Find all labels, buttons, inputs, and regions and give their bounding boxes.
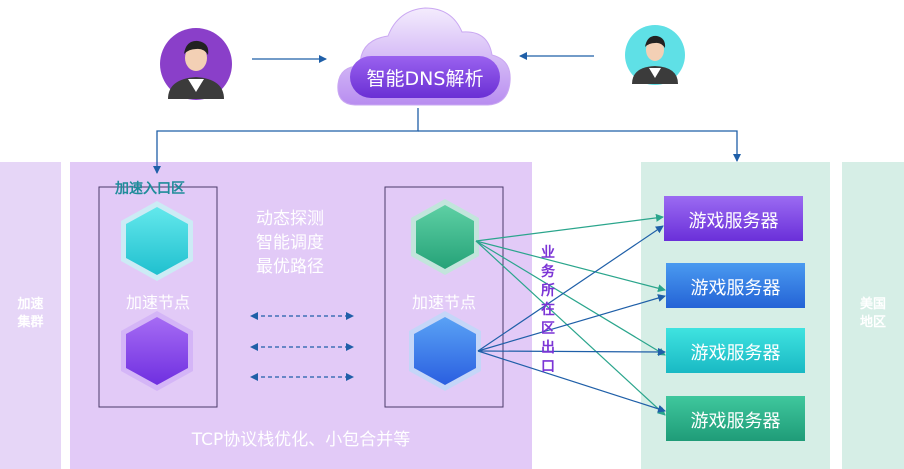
game-server-2[interactable] [666, 263, 805, 308]
right-region-label-line1: 美国 [859, 297, 886, 312]
tcp-optimization-text: TCP协议栈优化、小包合并等 [191, 430, 411, 450]
link-green-server-2 [475, 240, 666, 293]
left-cluster-label-line2: 集群 [17, 315, 44, 330]
dns-to-region-line [418, 130, 741, 162]
cloud-icon [337, 7, 511, 106]
game-server-1[interactable] [664, 196, 803, 241]
dns-pill [350, 56, 500, 98]
left-cluster-label-line1: 加速 [17, 297, 44, 312]
middle-text-line2: 智能调度 [256, 233, 324, 253]
node-right-label: 加速节点 [411, 293, 476, 312]
exit-label-char: 务 [541, 264, 555, 280]
link-green-server-4 [475, 240, 666, 416]
game-server-3-label: 游戏服务器 [690, 343, 781, 364]
right-region-panel [842, 162, 904, 469]
exit-label-char: 出 [541, 340, 555, 356]
game-server-4-label: 游戏服务器 [690, 411, 781, 432]
exit-label-char: 业 [541, 245, 555, 261]
right-region-label-line2: 地区 [859, 315, 886, 330]
exit-label-char: 区 [541, 321, 555, 337]
hex-exit-green [411, 199, 479, 275]
right-region-label: 美国 地区 [842, 296, 904, 332]
exit-label-char: 在 [541, 302, 555, 318]
link-green-server-3 [475, 240, 666, 356]
game-server-2-label: 游戏服务器 [690, 278, 781, 299]
entry-zone-box [98, 186, 218, 408]
game-server-3[interactable] [666, 328, 805, 373]
left-cluster-label: 加速 集群 [0, 296, 61, 332]
hex-exit-blue [409, 311, 481, 391]
left-cluster-panel [0, 162, 61, 469]
link-blue-server-3 [477, 347, 666, 356]
middle-text-line1: 动态探测 [256, 209, 324, 229]
exit-label-char: 所 [541, 283, 555, 299]
exit-label-char: 口 [541, 359, 555, 375]
exit-zone-box [384, 186, 504, 408]
link-blue-server-4 [477, 350, 666, 413]
middle-strategy-text: 动态探测 智能调度 最优路径 [256, 207, 324, 279]
link-green-server-1 [475, 213, 664, 242]
middle-text-line3: 最优路径 [256, 257, 324, 277]
user-avatar-purple-icon [160, 28, 232, 100]
link-blue-server-2 [477, 294, 666, 352]
node-left-label: 加速节点 [125, 293, 190, 312]
dns-to-entry-line [153, 108, 419, 174]
dns-label: 智能DNS解析 [366, 68, 484, 90]
entry-zone-label: 加速入口区 [115, 181, 185, 197]
hex-entry-purple [121, 311, 193, 391]
game-server-1-label: 游戏服务器 [688, 211, 779, 232]
game-server-4[interactable] [666, 396, 805, 441]
exit-zone-label: 业务所在区出口 [538, 244, 558, 377]
hex-entry-cyan [121, 201, 193, 281]
link-blue-server-1 [477, 225, 664, 352]
user-avatar-cyan-icon [625, 25, 685, 85]
